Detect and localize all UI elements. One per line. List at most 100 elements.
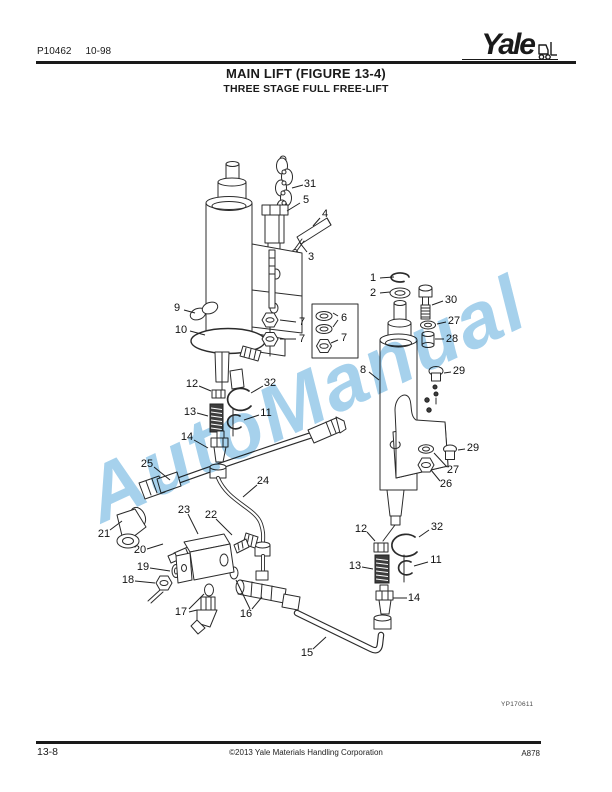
callout-leader xyxy=(430,469,441,482)
callout-number-11: 11 xyxy=(260,407,271,419)
callout-number-9: 9 xyxy=(174,302,180,314)
callout-number-27: 27 xyxy=(447,464,459,476)
revision-date: 10-98 xyxy=(85,46,112,57)
callout-leader xyxy=(379,276,395,279)
flange-nuts xyxy=(261,312,279,357)
callout-number-4: 4 xyxy=(322,208,328,220)
callout-leader xyxy=(189,330,206,336)
bolt-22 xyxy=(233,532,259,554)
callout-leader xyxy=(146,543,164,550)
fitting-stack-right xyxy=(373,533,418,630)
callout-number-17: 17 xyxy=(175,606,187,618)
callout-number-26: 26 xyxy=(440,478,452,490)
callout-number-27: 27 xyxy=(448,315,460,327)
callout-number-18: 18 xyxy=(122,574,134,586)
clamp-bracket xyxy=(189,301,219,321)
callout-number-13: 13 xyxy=(184,406,196,418)
callout-number-7: 7 xyxy=(341,332,347,344)
logo-underline xyxy=(462,58,558,60)
callout-number-6: 6 xyxy=(341,312,347,324)
callout-leader xyxy=(279,319,297,323)
callout-leader xyxy=(431,300,444,306)
callout-leader xyxy=(433,452,448,468)
callout-leader xyxy=(215,518,233,536)
callout-number-16: 16 xyxy=(240,608,252,620)
callout-leader xyxy=(183,309,196,314)
callout-leader xyxy=(330,339,339,344)
callout-number-14: 14 xyxy=(181,431,193,443)
footer-rule xyxy=(36,741,541,744)
page-subtitle: THREE STAGE FULL FREE-LIFT xyxy=(223,83,389,95)
chain-anchor xyxy=(261,204,289,251)
callout-leader xyxy=(188,593,205,610)
callout-number-15: 15 xyxy=(301,647,313,659)
callout-leader xyxy=(109,520,123,531)
washer-27 xyxy=(420,320,436,330)
header-doc-id: P10462 10-98 xyxy=(37,46,111,57)
callout-number-2: 2 xyxy=(370,287,376,299)
callout-number-25: 25 xyxy=(141,458,153,470)
callout-leader xyxy=(188,609,198,613)
footer-form-code: A878 xyxy=(521,749,540,758)
drawing-code: YP170611 xyxy=(501,701,534,708)
tube-24 xyxy=(216,476,271,573)
forklift-icon xyxy=(538,42,557,60)
footer-page-number: 13-8 xyxy=(37,746,59,758)
callout-number-12: 12 xyxy=(355,523,367,535)
nut-26-washer-27 xyxy=(417,444,435,473)
callout-number-19: 19 xyxy=(137,561,149,573)
callout-number-12: 12 xyxy=(186,378,198,390)
clip-11 xyxy=(397,559,413,576)
washer-2 xyxy=(389,287,411,299)
yale-logo: Yale xyxy=(438,30,558,61)
callout-number-5: 5 xyxy=(303,194,309,206)
callout-leader xyxy=(153,466,171,481)
callout-leader xyxy=(332,319,339,328)
callout-leader xyxy=(187,513,199,535)
manifold-block-23 xyxy=(175,533,235,584)
callout-number-22: 22 xyxy=(205,509,217,521)
callout-leader xyxy=(312,217,321,227)
snap-ring-1 xyxy=(390,272,410,283)
nut-18-washer-19 xyxy=(147,564,181,604)
header-rule xyxy=(36,61,576,64)
o-ring xyxy=(204,583,214,597)
callout-leader xyxy=(366,531,376,542)
callout-leader xyxy=(134,580,156,584)
lift-chain xyxy=(275,155,293,215)
callout-number-29: 29 xyxy=(467,442,479,454)
elbow-fitting-21 xyxy=(116,506,147,549)
fitting-stack-left xyxy=(209,387,252,479)
callout-leader xyxy=(312,636,327,650)
main-cylinder-8 xyxy=(379,272,449,542)
callout-number-29: 29 xyxy=(453,365,465,377)
callout-leader xyxy=(196,412,209,417)
tee-fitting-16 xyxy=(229,566,301,611)
callout-leader xyxy=(457,448,466,451)
callout-number-7: 7 xyxy=(299,333,305,345)
callout-leader xyxy=(243,414,260,421)
callout-leader xyxy=(149,567,171,572)
hose-25 xyxy=(138,416,347,500)
hose-15 xyxy=(293,609,385,654)
callout-number-32: 32 xyxy=(431,521,443,533)
callout-leader xyxy=(443,371,452,374)
callout-leader xyxy=(235,579,251,610)
callout-leader xyxy=(379,291,391,294)
callout-leader xyxy=(242,484,258,498)
callout-number-7: 7 xyxy=(299,316,305,328)
callout-number-20: 20 xyxy=(134,544,146,556)
doc-number: P10462 xyxy=(37,46,72,57)
fittings-29 xyxy=(428,366,457,460)
callout-leader xyxy=(436,321,447,325)
callout-number-28: 28 xyxy=(446,333,458,345)
callout-leader xyxy=(291,184,304,189)
page-title: MAIN LIFT (FIGURE 13-4) xyxy=(226,66,386,81)
callout-number-24: 24 xyxy=(257,475,269,487)
footer-copyright: ©2013 Yale Materials Handling Corporatio… xyxy=(229,748,383,757)
hardware-box xyxy=(311,303,359,359)
callout-leader xyxy=(299,242,308,253)
callout-number-11: 11 xyxy=(430,554,441,566)
